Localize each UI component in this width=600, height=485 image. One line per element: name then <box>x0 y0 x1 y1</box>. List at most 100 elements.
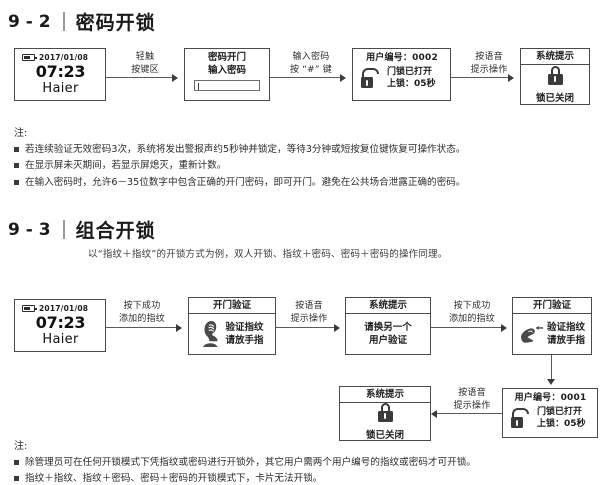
system-prompt-box-switch-user: 系统提示 请换另一个 用户验证 <box>345 297 431 355</box>
connector-label-3-line1: 按语音 <box>475 52 503 62</box>
connector-arrow-1-9-3 <box>176 323 182 332</box>
verify-box-1-line2: 请放手指 <box>225 335 264 346</box>
note-text: 在显示屏未灭期间，若显示屏熄灭，重新计数。 <box>25 160 227 171</box>
verify-box-2-row: 验证指纹 请放手指 <box>513 321 591 347</box>
user-unlocked-content-9-3: 用户编号：0001 门锁已打开 上锁：05秒 <box>503 389 597 432</box>
password-entry-box: 密码开门 输入密码 <box>184 48 270 101</box>
screen-status-bar: 2017/01/08 <box>22 304 99 313</box>
verify-box-1-row: 验证指纹 请放手指 <box>189 319 275 349</box>
connector-label-3-line2: 提示操作 <box>470 65 508 75</box>
user-unlock-row: 门锁已打开 上锁：05秒 <box>359 66 445 90</box>
verify-box-2-header: 开门验证 <box>513 298 591 314</box>
connector-line-vertical-9-3 <box>551 355 553 381</box>
system-prompt-box-lock-closed-9-3: 系统提示 锁已关闭 <box>339 386 431 441</box>
system-prompt-box-9-2: 系统提示 锁已关闭 <box>520 48 590 105</box>
lock-closed-message-9-3: 锁已关闭 <box>340 402 430 441</box>
connector-label-2-line2: 按 “#” 键 <box>290 65 332 75</box>
unlock-line2-9-3: 上锁：05秒 <box>537 419 586 429</box>
bullet-icon <box>14 459 19 465</box>
connector-arrow-down-9-3 <box>547 379 555 385</box>
note-text: 指纹＋指纹、指纹＋密码、密码＋密码的开锁模式下，卡片无法开锁。 <box>25 473 323 484</box>
section-9-2-number: 9 - 2 <box>8 11 51 32</box>
user-unlock-texts: 门锁已打开 上锁：05秒 <box>387 66 436 90</box>
note-text: 若连续验证无效密码3次，系统将发出警报声约5秒钟并锁定，等待3分钟或短按复位键恢… <box>25 143 466 155</box>
connector-arrow-3-9-3 <box>501 323 507 332</box>
battery-icon <box>22 54 37 61</box>
user-unlocked-box-9-2: 用户编号：0002 门锁已打开 上锁：05秒 <box>352 48 451 101</box>
user-unlock-texts-9-3: 门锁已打开 上锁：05秒 <box>537 406 586 430</box>
fingerprint-head-icon <box>203 321 219 347</box>
user-id-label-9-2: 用户编号：0002 <box>366 53 438 63</box>
connector-label-1-9-3: 按下成功 添加的指纹 <box>104 300 180 326</box>
verify-fingerprint-box-2: 开门验证 验证指纹 请放手指 <box>512 297 592 355</box>
note-item: 指纹＋指纹、指纹＋密码、密码＋密码的开锁模式下，卡片无法开锁。 <box>14 472 592 485</box>
connector-label-2-9-3: 按语音 提示操作 <box>280 300 338 326</box>
connector-label-2-line1: 输入密码 <box>292 52 330 62</box>
connector-line-4-9-3 <box>437 413 503 415</box>
system-prompt-1-line1: 请换另一个 <box>364 322 412 333</box>
note-item: 在显示屏未灭期间，若显示屏熄灭，重新计数。 <box>14 159 592 172</box>
verify-box-2-line2: 请放手指 <box>546 335 585 346</box>
screen-date: 2017/01/08 <box>39 304 89 313</box>
system-prompt-1-line2: 用户验证 <box>368 335 407 346</box>
verify-box-1-body: 验证指纹 请放手指 <box>189 314 275 354</box>
system-prompt-body-9-2: 锁已关闭 <box>521 65 589 104</box>
lock-closed-message-9-2: 锁已关闭 <box>521 65 589 104</box>
screen-time: 07:23 <box>35 313 86 332</box>
notes-title-9-2: 注: <box>14 128 28 139</box>
verify-box-2-body: 验证指纹 请放手指 <box>513 314 591 354</box>
connector-arrow-2-9-3 <box>334 323 340 332</box>
verify-box-1-line1: 验证指纹 <box>225 322 264 333</box>
system-prompt-2-body: 锁已关闭 <box>340 402 430 441</box>
system-prompt-1-header: 系统提示 <box>346 298 430 314</box>
section-9-3-number: 9 - 3 <box>8 219 51 240</box>
note-item: 除管理员可在任何开锁模式下凭指纹或密码进行开锁外，其它用户需两个用户编号的指纹或… <box>14 456 592 469</box>
screen-brand: Haier <box>42 81 79 96</box>
screen-inner: 2017/01/08 07:23 Haier <box>15 49 105 99</box>
section-9-2-title: 密码开锁 <box>75 12 156 34</box>
bullet-icon <box>14 476 19 481</box>
notes-block-9-2: 注: 若连续验证无效密码3次，系统将发出警报声约5秒钟并锁定，等待3分钟或短按复… <box>14 124 592 189</box>
screen-date: 2017/01/08 <box>39 53 89 62</box>
password-box-line2: 输入密码 <box>207 65 246 76</box>
section-9-2-heading: 9 - 2 密码开锁 <box>8 8 156 35</box>
unlock-icon <box>511 408 532 428</box>
user-unlocked-box-9-3: 用户编号：0001 门锁已打开 上锁：05秒 <box>502 388 598 438</box>
note-item: 在输入密码时，允许6－35位数字中包含正确的开门密码，即可开门。避免在公共场合泄… <box>14 176 592 189</box>
section-divider <box>62 12 65 31</box>
connector-label-3-line1: 按下成功 <box>453 301 491 311</box>
bullet-icon <box>14 179 19 185</box>
connector-line-3-9-2 <box>451 77 510 79</box>
verify-box-2-line1: 验证指纹 <box>546 322 585 333</box>
lock-closed-icon <box>377 402 393 422</box>
connector-label-3-9-2: 按语音 提示操作 <box>458 51 520 77</box>
bullet-icon <box>14 163 19 168</box>
unlock-line1-9-2: 门锁已打开 <box>387 67 433 77</box>
screen-inner: 2017/01/08 07:23 Haier <box>15 300 105 350</box>
user-unlock-row-9-3: 门锁已打开 上锁：05秒 <box>509 406 592 430</box>
password-input-field[interactable] <box>194 80 260 91</box>
connector-label-4-9-3: 按语音 提示操作 <box>443 387 501 413</box>
bullet-icon <box>14 146 19 152</box>
unlock-icon <box>361 68 382 88</box>
connector-arrow-3-9-2 <box>508 73 514 82</box>
note-item: 若连续验证无效密码3次，系统将发出警报声约5秒钟并锁定，等待3分钟或短按复位键恢… <box>14 143 592 156</box>
connector-label-2-line2: 提示操作 <box>290 314 328 324</box>
connector-label-4-line2: 提示操作 <box>453 401 491 411</box>
connector-label-1-line2: 按键区 <box>131 65 159 75</box>
section-divider <box>62 220 65 239</box>
connector-arrow-2-9-2 <box>340 73 346 82</box>
user-id-label-9-3: 用户编号：0001 <box>514 393 587 403</box>
connector-arrow-4-9-3 <box>431 409 437 418</box>
unlock-line1-9-3: 门锁已打开 <box>537 407 583 417</box>
section-9-3-subtitle: 以“指纹＋指纹”的开锁方式为例，双人开锁、指纹＋密码、密码＋密码的操作同理。 <box>88 249 448 260</box>
password-entry-content: 密码开门 输入密码 <box>185 49 269 91</box>
lock-closed-caption-9-2: 锁已关闭 <box>535 92 574 104</box>
connector-line-3-9-3 <box>431 327 503 329</box>
connector-label-2-line1: 按语音 <box>295 301 323 311</box>
connector-label-1-line1: 按下成功 <box>123 301 161 311</box>
connector-label-3-line2: 添加的指纹 <box>448 314 495 324</box>
lock-screen-display-9-2: 2017/01/08 07:23 Haier <box>14 48 106 101</box>
notes-block-9-3: 注: 除管理员可在任何开锁模式下凭指纹或密码进行开锁外，其它用户需两个用户编号的… <box>14 437 592 485</box>
verify-box-2-texts: 验证指纹 请放手指 <box>547 321 585 347</box>
